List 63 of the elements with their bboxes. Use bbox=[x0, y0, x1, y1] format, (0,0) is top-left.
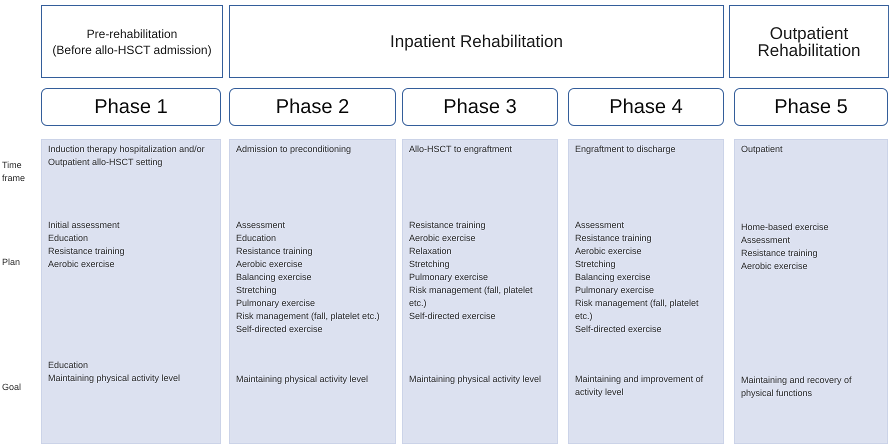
list-item: Aerobic exercise bbox=[741, 260, 809, 273]
list-item: Maintaining and recovery of physical functions bbox=[741, 374, 853, 400]
column-panel bbox=[41, 139, 221, 444]
row-label: Time frame bbox=[2, 159, 26, 185]
column-panel bbox=[568, 139, 724, 444]
list-item: Pulmonary exercise bbox=[575, 284, 656, 297]
column-panel bbox=[402, 139, 558, 444]
list-item: Aerobic exercise bbox=[409, 232, 477, 245]
list-item: Self-directed exercise bbox=[236, 323, 324, 336]
list-item: Pulmonary exercise bbox=[409, 271, 490, 284]
list-item: Maintaining physical activity level bbox=[236, 373, 370, 386]
list-item: Balancing exercise bbox=[575, 271, 652, 284]
phase-box: Phase 1 bbox=[41, 88, 221, 126]
list-item: Resistance training bbox=[741, 247, 819, 260]
stage-title: Pre-rehabilitation bbox=[86, 26, 178, 42]
list-item: Risk management (fall, platelet etc.) bbox=[575, 297, 700, 323]
column-panel bbox=[734, 139, 888, 444]
stage-box bbox=[729, 5, 889, 78]
phase-box: Phase 2 bbox=[229, 88, 396, 126]
list-item: Assessment bbox=[236, 219, 286, 232]
list-item: Risk management (fall, platelet etc.) bbox=[409, 284, 534, 310]
stage-title: Inpatient Rehabilitation bbox=[390, 33, 563, 50]
list-item: Education bbox=[236, 232, 278, 245]
list-item: Education bbox=[48, 232, 90, 245]
list-item: Maintaining physical activity level bbox=[409, 373, 542, 386]
column-panel bbox=[229, 139, 396, 444]
list-item: Initial assessment bbox=[48, 219, 121, 232]
row-label: Goal bbox=[2, 381, 22, 394]
row-label: Plan bbox=[2, 256, 22, 269]
list-item: Maintaining physical activity level bbox=[48, 372, 182, 385]
list-item: Induction therapy hospitalization and/or Outpatient allo-HSCT setting bbox=[48, 143, 206, 169]
list-item: Self-directed exercise bbox=[575, 323, 663, 336]
stage-box bbox=[41, 5, 223, 78]
list-item: Balancing exercise bbox=[236, 271, 313, 284]
list-item: Resistance training bbox=[236, 245, 314, 258]
list-item: Outpatient bbox=[741, 143, 784, 156]
list-item: Home-based exercise bbox=[741, 221, 830, 234]
phase-box: Phase 5 bbox=[734, 88, 888, 126]
list-item: Self-directed exercise bbox=[409, 310, 497, 323]
list-item: Stretching bbox=[409, 258, 451, 271]
list-item: Stretching bbox=[575, 258, 617, 271]
phase-box: Phase 4 bbox=[568, 88, 724, 126]
list-item: Resistance training bbox=[48, 245, 126, 258]
stage-box bbox=[229, 5, 724, 78]
list-item: Engraftment to discharge bbox=[575, 143, 677, 156]
list-item: Aerobic exercise bbox=[575, 245, 643, 258]
list-item: Allo-HSCT to engraftment bbox=[409, 143, 513, 156]
stage-title: (Before allo-HSCT admission) bbox=[52, 42, 212, 58]
phase-box: Phase 3 bbox=[402, 88, 558, 126]
list-item: Aerobic exercise bbox=[48, 258, 116, 271]
list-item: Stretching bbox=[236, 284, 278, 297]
stage-title: Outpatient Rehabilitation bbox=[756, 24, 862, 58]
list-item: Assessment bbox=[575, 219, 626, 232]
list-item: Pulmonary exercise bbox=[236, 297, 316, 310]
list-item: Resistance training bbox=[409, 219, 487, 232]
list-item: Admission to preconditioning bbox=[236, 143, 352, 156]
list-item: Assessment bbox=[741, 234, 792, 247]
list-item: Relaxation bbox=[409, 245, 453, 258]
list-item: Resistance training bbox=[575, 232, 653, 245]
list-item: Education bbox=[48, 359, 90, 372]
list-item: Maintaining and improvement of activity level bbox=[575, 373, 704, 399]
list-item: Risk management (fall, platelet etc.) bbox=[236, 310, 381, 323]
list-item: Aerobic exercise bbox=[236, 258, 304, 271]
